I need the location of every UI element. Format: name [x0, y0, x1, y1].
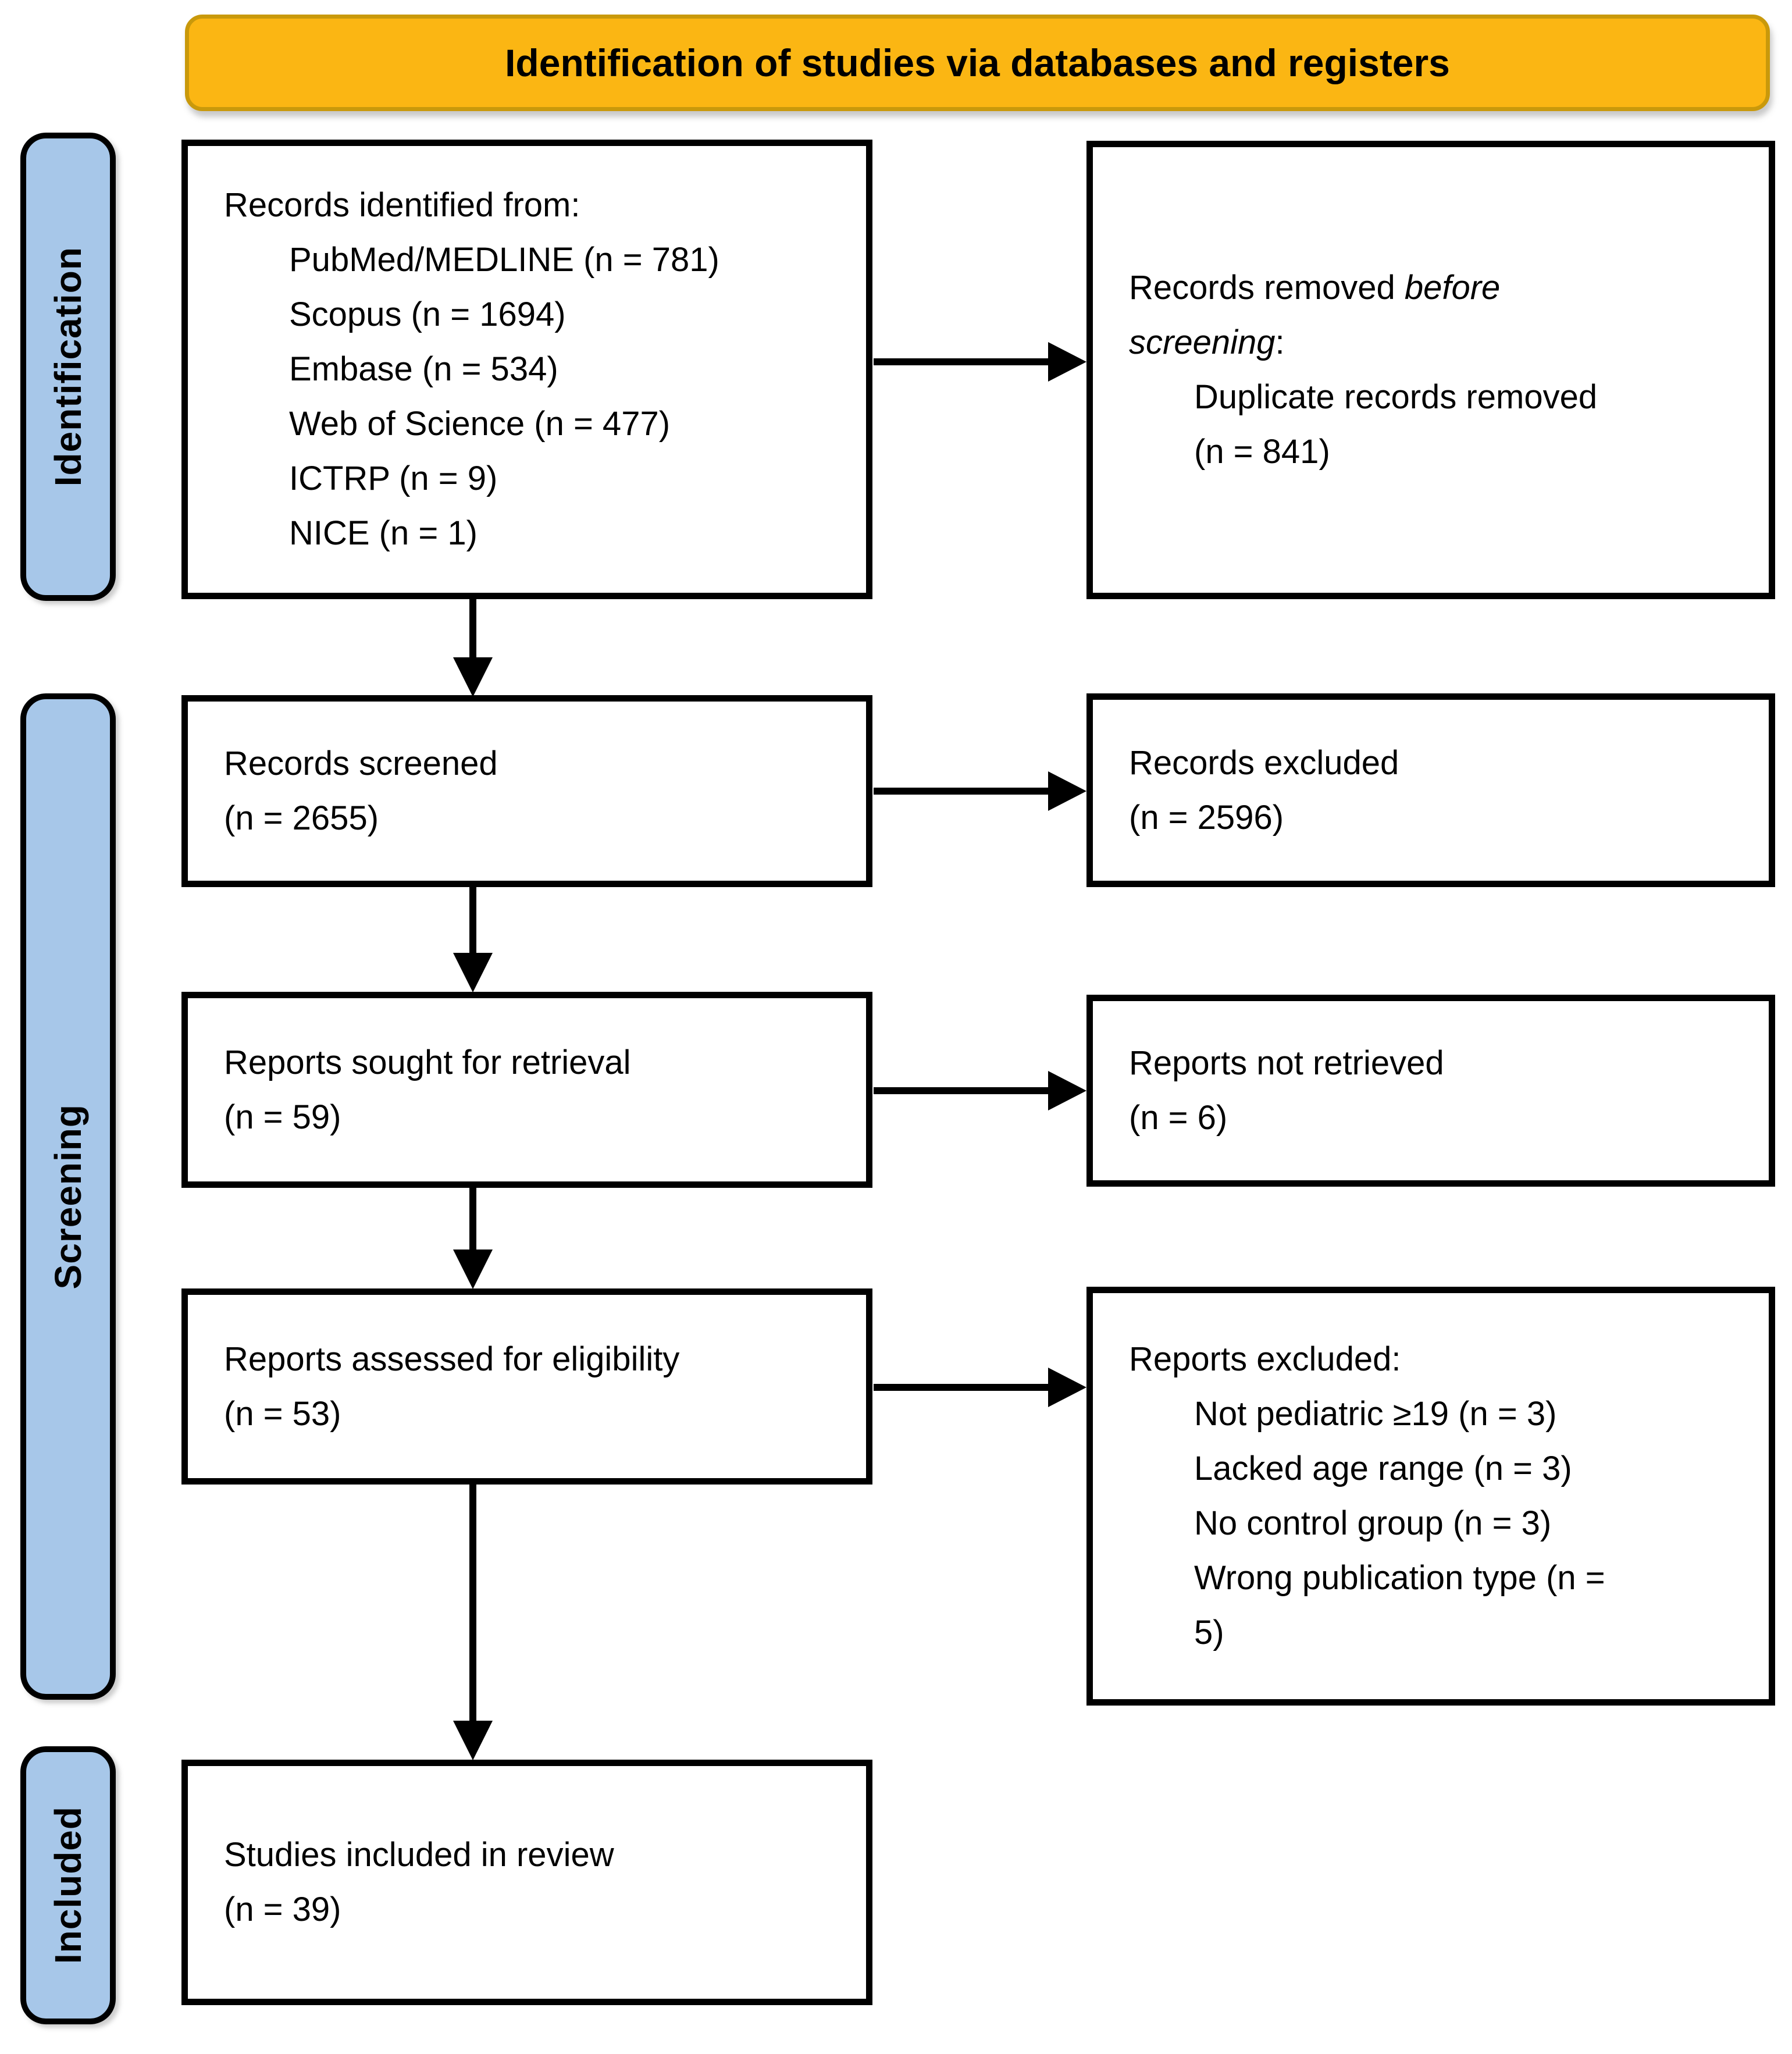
box-line1: Reports sought for retrieval — [224, 1043, 631, 1081]
list-item: ICTRP (n = 9) — [289, 459, 498, 497]
stage-label-screening: Screening — [20, 693, 116, 1700]
list-item: Lacked age range (n = 3) — [1194, 1450, 1572, 1488]
box-line1: Records screened — [224, 745, 498, 783]
box-reports-sought: Reports sought for retrieval (n = 59) — [181, 992, 872, 1188]
box-line1: Studies included in review — [224, 1836, 614, 1874]
right-arrow — [874, 771, 1086, 811]
list-item: Web of Science (n = 477) — [289, 404, 671, 443]
box-studies-included: Studies included in review (n = 39) — [181, 1760, 872, 2005]
box-reports-assessed: Reports assessed for eligibility (n = 53… — [181, 1288, 872, 1485]
box-records-excluded: Records excluded (n = 2596) — [1086, 693, 1775, 887]
list-item: Wrong publication type (n = 5) — [1194, 1558, 1605, 1651]
list-item: Not pediatric ≥19 (n = 3) — [1194, 1395, 1557, 1433]
down-arrow — [453, 1485, 493, 1760]
box-title: Reports excluded: — [1129, 1340, 1401, 1379]
right-arrow — [874, 342, 1086, 382]
stage-label-included-text: Included — [47, 1806, 89, 1964]
box-records-screened: Records screened (n = 2655) — [181, 695, 872, 887]
down-arrow — [453, 599, 493, 697]
box-line2: (n = 39) — [224, 1891, 341, 1928]
box-reports-not-retrieved: Reports not retrieved (n = 6) — [1086, 995, 1775, 1187]
box-line2: (n = 2655) — [224, 799, 379, 837]
list-item: NICE (n = 1) — [289, 514, 478, 552]
right-arrow — [874, 1071, 1086, 1110]
box-line2: (n = 59) — [224, 1098, 341, 1136]
stage-label-included: Included — [20, 1746, 116, 2024]
right-arrow — [874, 1368, 1086, 1407]
stage-label-identification: Identification — [20, 133, 116, 601]
down-arrow — [453, 1188, 493, 1289]
down-arrow — [453, 887, 493, 992]
box-line1: Reports assessed for eligibility — [224, 1340, 680, 1378]
title-banner: Identification of studies via databases … — [185, 15, 1770, 111]
list-item: Scopus (n = 1694) — [289, 296, 566, 334]
box-line2: (n = 6) — [1129, 1099, 1228, 1137]
stage-label-identification-text: Identification — [47, 247, 89, 487]
box-line2: (n = 53) — [224, 1394, 341, 1433]
box-reports-excluded: Reports excluded: Not pediatric ≥19 (n =… — [1086, 1287, 1775, 1706]
list-item: PubMed/MEDLINE (n = 781) — [289, 241, 719, 279]
list-item: No control group (n = 3) — [1194, 1504, 1552, 1542]
box-title: Records removed before screening: — [1129, 269, 1501, 362]
title-banner-label: Identification of studies via databases … — [505, 41, 1450, 84]
list-item: Embase (n = 534) — [289, 350, 558, 389]
list-item: Duplicate records removed (n = 841) — [1194, 378, 1598, 471]
box-records-identified: Records identified from: PubMed/MEDLINE … — [181, 140, 872, 599]
box-line1: Reports not retrieved — [1129, 1044, 1444, 1083]
stage-label-screening-text: Screening — [47, 1103, 89, 1290]
box-records-removed: Records removed before screening: Duplic… — [1086, 141, 1775, 599]
box-line1: Records excluded — [1129, 743, 1399, 782]
box-line2: (n = 2596) — [1129, 798, 1284, 836]
box-title: Records identified from: — [224, 186, 580, 225]
